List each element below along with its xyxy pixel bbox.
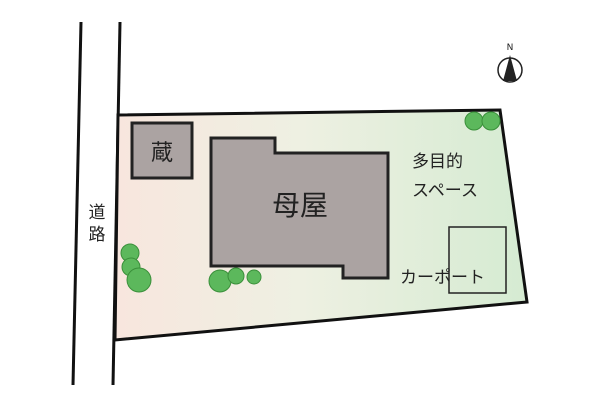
svg-text:N: N	[507, 43, 514, 53]
multi-purpose-label-1: 多目的	[412, 152, 463, 172]
tree-icon	[246, 269, 262, 285]
storehouse-label: 蔵	[151, 141, 173, 166]
carport-area[interactable]	[448, 226, 507, 294]
multi-purpose-label-2: スペース	[412, 181, 478, 201]
road-label-1: 道	[89, 203, 106, 223]
tree-icon	[481, 111, 501, 131]
tree-icon	[464, 111, 484, 131]
road-edge-left	[71, 21, 83, 386]
north-arrow-icon: N	[497, 43, 523, 83]
main-house-building[interactable]	[209, 136, 390, 280]
tree-icon	[227, 267, 245, 285]
trees	[120, 111, 501, 293]
tree-icon	[208, 269, 232, 293]
carport-label: カーポート	[400, 268, 485, 288]
main-house-label: 母屋	[272, 189, 328, 222]
storehouse-building[interactable]	[130, 121, 194, 180]
tree-icon	[126, 267, 152, 293]
road-label-2: 路	[89, 225, 106, 245]
